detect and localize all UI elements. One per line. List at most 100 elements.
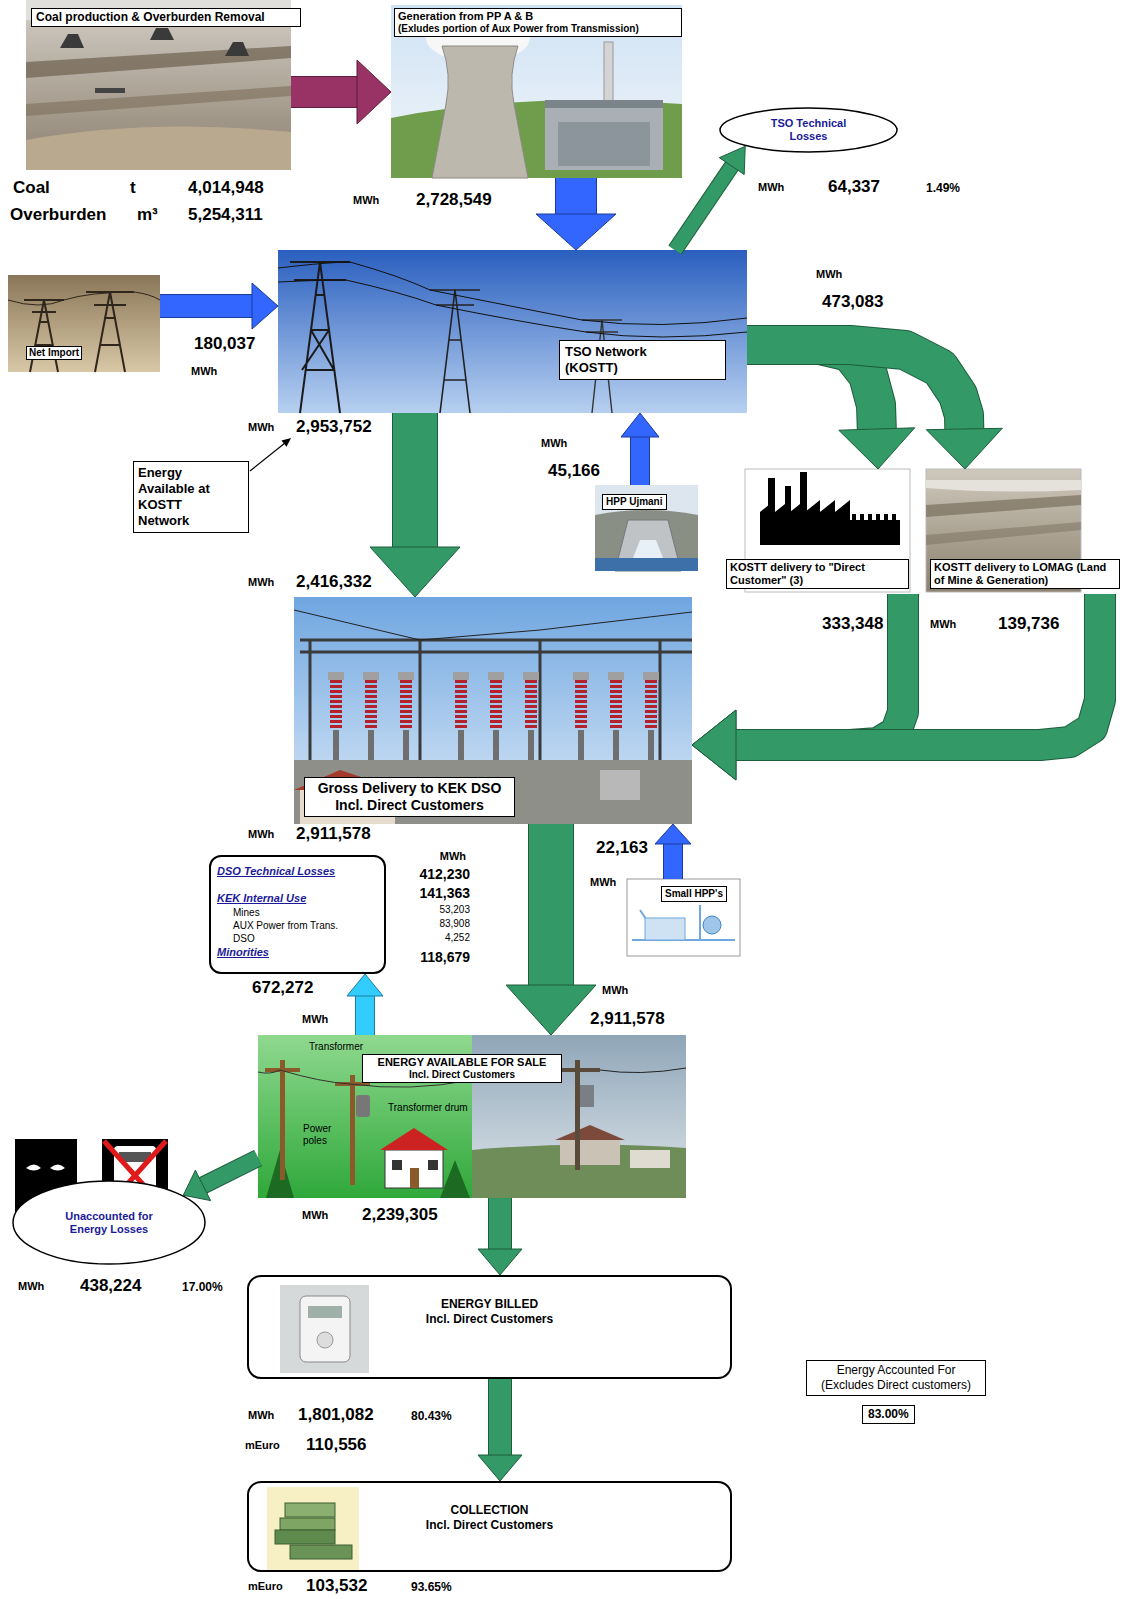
factory-silhouette [760,500,900,545]
label-frame: TSO Network (KOSTT) [559,340,726,380]
node-text: Minorities [217,946,378,959]
value-label: MWh [248,828,274,841]
wire [278,262,747,325]
value-label: mEuro [248,1580,283,1593]
mine-floor [26,127,291,170]
value-label: 438,224 [80,1276,141,1296]
node-text: HPP Ujmani [606,496,663,508]
small-hpp-diagram [627,879,740,956]
flow-arrow [655,824,691,879]
label-frame: 83.00% [862,1405,915,1424]
mine-bench [926,495,1081,517]
insulator [336,680,651,730]
value-label: 2,239,305 [362,1205,438,1225]
arrow-outline [488,1379,512,1455]
arrow-body [393,413,437,547]
value-label: 2,911,578 [590,1009,665,1029]
factory-chimneys [768,472,896,520]
arrow-body [291,77,357,107]
node-text: TSO Technical Losses [759,117,859,143]
hydro-dam-photo [595,485,698,571]
arrow-head [692,710,736,780]
node-text: Gross Delivery to KEK DSO [309,780,510,797]
value-label: 110,556 [306,1435,367,1455]
house [630,1150,670,1168]
wire [8,292,160,305]
banknotes [275,1530,335,1544]
flow-arrow [160,283,278,329]
photo-panel: KOSTT delivery to "Direct Customer" (3) [726,469,910,594]
meter-photo [280,1285,369,1373]
value-label: 103,532 [306,1576,367,1596]
flow-arrow [692,594,1100,780]
arrow-head [692,710,736,780]
value-label: MWh [930,618,956,631]
value-label: MWh [248,1409,274,1422]
value-label: MWh [590,876,616,889]
label-frame: HPP Ujmani [602,494,667,510]
meter-body [300,1296,350,1362]
loss-ellipse: Unaccounted for Energy Losses [12,1180,206,1265]
node-text: KOSTT delivery to "Direct Customer" (3) [730,561,870,587]
photo-panel: Gross Delivery to KEK DSOIncl. Direct Cu… [294,597,692,824]
flow-arrow [478,1198,522,1275]
flow-arrow [347,974,383,1035]
arrow-outline [736,594,903,745]
ellipse-shape [13,1181,205,1264]
note-box: Energy Accounted For(Excludes Direct cus… [806,1360,986,1396]
flow-arrow [370,413,460,597]
thief-eyes [26,1165,65,1171]
value-label: 80.43% [411,1409,452,1423]
label-frame: Small HPP's [661,886,727,902]
flow-arrow [675,146,745,250]
water [595,558,698,571]
arrow-body [556,178,596,214]
arrow-outline [355,996,375,1035]
value-label: 5,254,311 [188,205,263,225]
money-photo [267,1487,359,1572]
substation-photo [294,597,692,824]
transmission-photo [278,250,747,413]
arrow-body [489,1379,511,1455]
value-label: 180,037 [194,334,255,354]
arrow-outline [747,345,964,429]
value-label: 139,736 [998,614,1059,634]
value-label: 4,014,948 [188,178,264,198]
value-label: m³ [137,205,158,225]
node-text: Generation from PP A & B [398,10,678,23]
arrow-head [478,1249,522,1275]
arrow-head [357,60,391,124]
node-text: DSO Technical Losses [217,865,378,878]
node-text: Coal production & Overburden Removal [36,10,296,25]
value-label: MWh [191,365,217,378]
value-label: 118,679 [420,949,470,966]
pylon [24,300,64,372]
label-frame: ENERGY BILLEDIncl. Direct Customers [426,1297,553,1327]
value-label: Power poles [303,1123,343,1147]
value-box: 83.00% [862,1405,915,1424]
node-text: Energy Available at KOSTT Network [138,465,228,529]
photo-sky [391,5,682,178]
label-frame: KOSTT delivery to LOMAG (Land of Mine & … [930,559,1120,589]
loss-box: DSO Technical LossesKEK Internal UseMine… [209,855,386,974]
arrow-body [664,844,682,879]
hill [595,510,698,571]
arrow-body [203,1158,258,1185]
power-plant-photo [391,5,682,178]
result-box: COLLECTIONIncl. Direct Customers [247,1481,732,1572]
value-label: Transformer drum [388,1102,468,1114]
cooling-tower [432,46,528,178]
distribution-photo [258,1035,686,1198]
house-roof [555,1125,625,1140]
label-frame: Net Import [26,346,82,360]
photo-ground [294,760,692,824]
arrow-outline [630,437,650,485]
flow-arrow [183,1158,258,1201]
insulator-post [336,730,651,760]
node-text: Incl. Direct Customers [426,1312,553,1327]
transformer [580,1085,594,1107]
arrow-head [719,146,745,174]
value-label: 333,348 [822,614,883,634]
label-frame: Unaccounted for Energy Losses [59,1210,159,1236]
